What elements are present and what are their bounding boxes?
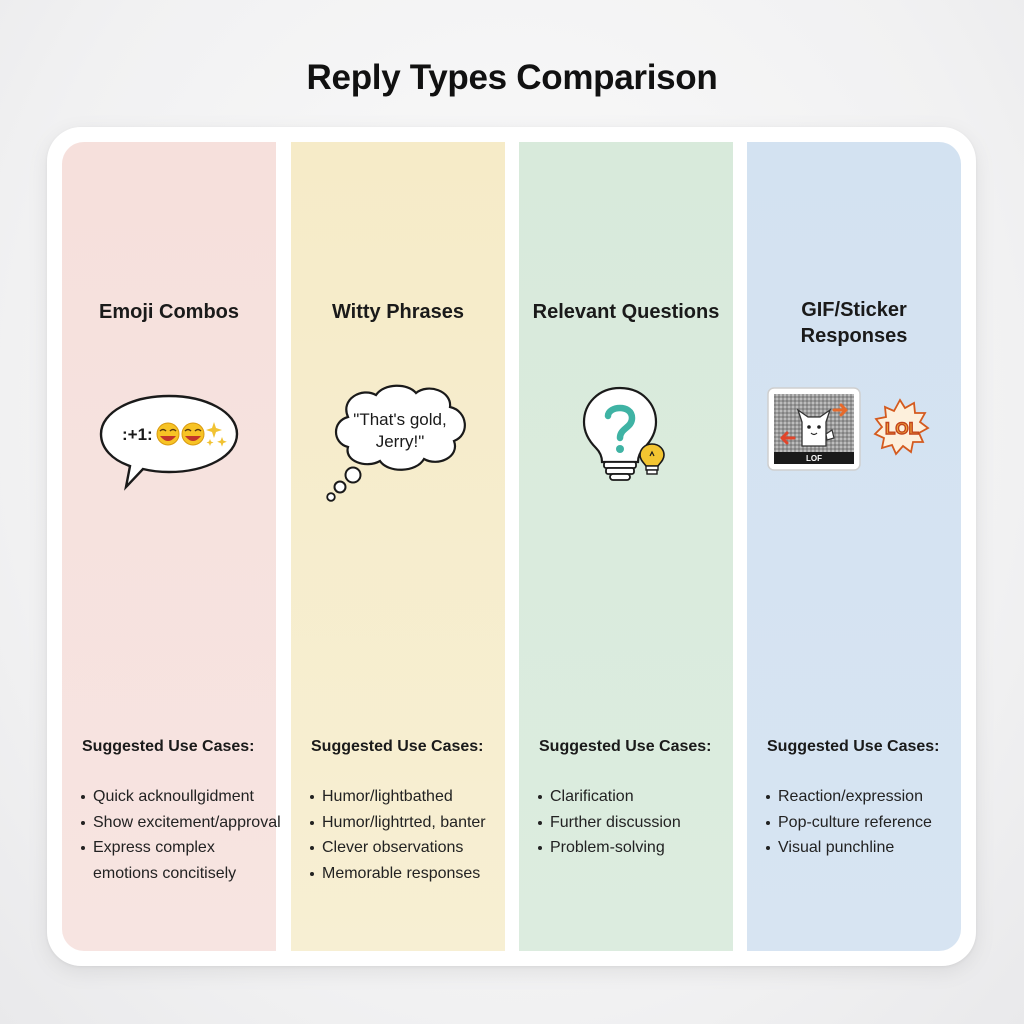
list-item: Clever observations (309, 835, 486, 861)
list-item: emotions concitisely (93, 864, 237, 882)
use-cases-list: Quick acknoullgidment Show excitement/ap… (80, 784, 281, 886)
list-item: Clarification (537, 784, 681, 810)
column-title-line: GIF/Sticker (801, 299, 907, 321)
list-item: Memorable responses (309, 861, 486, 887)
use-cases-heading: Suggested Use Cases: (767, 738, 940, 755)
column-title-line: Responses (800, 325, 908, 347)
cat-icon (796, 408, 835, 447)
column-title: Emoji Combos (62, 299, 276, 325)
use-cases-list: Reaction/expression Pop-culture referenc… (765, 784, 932, 861)
list-item: Humor/lightrted, banter (309, 810, 486, 836)
column-title-line: Relevant Questions (532, 301, 720, 323)
list-item: Problem-solving (537, 835, 681, 861)
small-lightbulb-icon (639, 443, 665, 475)
column-title-line: Witty Phrases (331, 301, 465, 323)
right-arrow-icon (832, 403, 848, 417)
left-arrow-icon (780, 431, 796, 445)
column-witty-phrases: Witty Phrases "That's gold, Jerry!" Sugg… (291, 142, 505, 951)
use-cases-heading: Suggested Use Cases: (82, 738, 255, 755)
bubble-text-line: Jerry!" (376, 432, 425, 451)
list-item: Quick acknoullgidment (80, 784, 281, 810)
page-title: Reply Types Comparison (306, 58, 718, 97)
column-gif-sticker-responses: GIF/Sticker Responses LOF (747, 142, 961, 951)
list-item: Further discussion (537, 810, 681, 836)
question-lightbulb-icon (519, 382, 733, 492)
column-title-line: Emoji Combos (98, 301, 239, 323)
use-cases-heading: Suggested Use Cases: (539, 738, 712, 755)
bubble-text-line: "That's gold, (353, 410, 446, 429)
column-title: Relevant Questions (519, 299, 733, 325)
list-item: Humor/lightbathed (309, 784, 486, 810)
gif-sticker-illustration: LOF LOL (747, 386, 961, 476)
use-cases-list: Clarification Further discussion Problem… (537, 784, 681, 861)
sticker-text: LOL (885, 419, 919, 438)
list-item: Pop-culture reference (765, 810, 932, 836)
column-title: Witty Phrases (291, 299, 505, 325)
list-item: Reaction/expression (765, 784, 932, 810)
use-cases-list: Humor/lightbathed Humor/lightrted, bante… (309, 784, 486, 886)
list-item: Visual punchline (765, 835, 932, 861)
column-relevant-questions: Relevant Questions Suggested Use Cases: … (519, 142, 733, 951)
gif-caption: LOF (806, 454, 822, 463)
sparkles-icon (206, 422, 227, 447)
thought-bubble-icon: "That's gold, Jerry!" (291, 377, 505, 507)
gif-thumbnail-icon: LOF (767, 387, 861, 471)
column-emoji-combos: Emoji Combos :+1: Suggested Use Cases: (62, 142, 281, 951)
bubble-text: :+1: (122, 425, 153, 444)
laughing-emoji-icon (156, 422, 180, 446)
column-title: GIF/Sticker Responses (747, 297, 961, 349)
speech-bubble-icon: :+1: (62, 392, 276, 492)
list-item: Express complex (80, 835, 281, 861)
list-item: Show excitement/approval (80, 810, 281, 836)
use-cases-heading: Suggested Use Cases: (311, 738, 484, 755)
lol-sticker-icon: LOL (873, 398, 930, 456)
laughing-emoji-icon (181, 422, 205, 446)
